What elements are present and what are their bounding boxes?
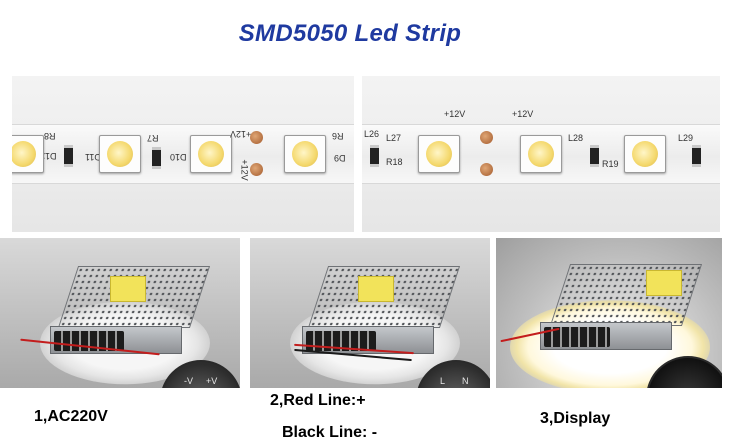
photo-strip-display (496, 238, 722, 388)
led-strip: L26 L27 R18 +12V +12V L28 R19 L29 (362, 109, 720, 184)
resistor (590, 145, 599, 167)
solder-pad (480, 163, 493, 176)
solder-pad (480, 131, 493, 144)
silk-label: +12V (239, 159, 250, 181)
smd-led (190, 135, 232, 173)
photo-power-supply-wiring: L N (250, 238, 490, 388)
inset-label: -V (184, 376, 193, 386)
step-caption: 3,Display (540, 410, 611, 427)
smd-led (284, 135, 326, 173)
step-caption-line2: Black Line: - (282, 424, 378, 441)
resistor (370, 145, 379, 167)
page-title: SMD5050 Led Strip (238, 20, 462, 47)
silk-label: L29 (678, 133, 694, 143)
smd-led (99, 135, 141, 173)
silk-label: L27 (386, 133, 402, 143)
resistor (152, 147, 161, 169)
silk-label: R6 (332, 131, 344, 141)
silk-label: L28 (568, 133, 584, 143)
silk-label: R8 (44, 131, 56, 141)
spec-label (358, 276, 394, 302)
spec-label (110, 276, 146, 302)
led-strip: R8 D12 D11 R7 D10 +12V +12V R6 D9 (12, 124, 354, 184)
silk-label: R19 (602, 159, 619, 169)
silk-label: R18 (386, 157, 403, 167)
terminal-zoom-inset: L N (416, 360, 490, 388)
silk-label: +12V (512, 109, 534, 119)
inset-label: L (440, 376, 446, 386)
silk-label: +12V (444, 109, 466, 119)
spec-label (646, 270, 682, 296)
photo-power-supply-ac220v: -V +V (0, 238, 240, 388)
resistor (64, 145, 73, 167)
silk-label: +12V (230, 129, 252, 139)
smd-led (624, 135, 666, 173)
silk-label: R7 (147, 133, 159, 143)
inset-label: +V (206, 376, 218, 386)
silk-label: L26 (364, 129, 380, 139)
silk-label: D10 (170, 152, 187, 162)
terminal-block (544, 327, 610, 347)
resistor (692, 145, 701, 167)
solder-pad (250, 163, 263, 176)
smd-led (520, 135, 562, 173)
strip-closeup-right: L26 L27 R18 +12V +12V L28 R19 L29 (362, 76, 720, 232)
silk-label: D9 (334, 153, 346, 163)
smd-led (418, 135, 460, 173)
step-caption: 1,AC220V (34, 408, 108, 425)
solder-pad (250, 131, 263, 144)
smd-led (12, 135, 44, 173)
step-caption-line1: 2,Red Line:+ (270, 392, 366, 409)
strip-closeup-left: R8 D12 D11 R7 D10 +12V +12V R6 D9 (12, 76, 354, 232)
inset-label: N (462, 376, 469, 386)
